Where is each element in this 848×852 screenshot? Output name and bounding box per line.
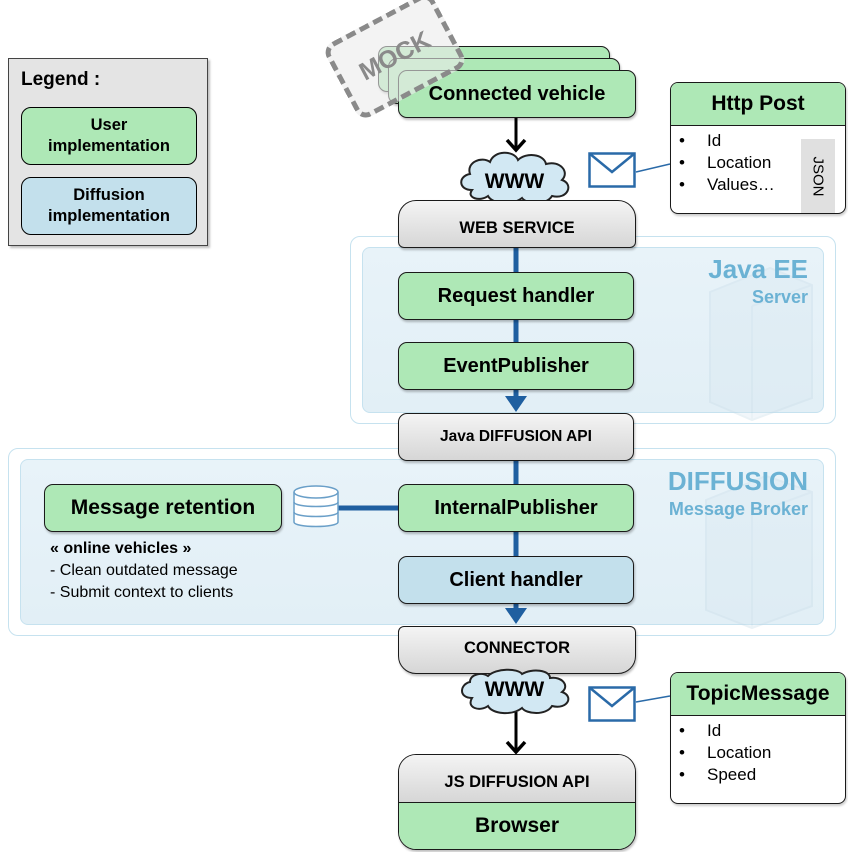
mock-label: MOCK	[354, 25, 436, 86]
legend-diffusion-implementation: Diffusion implementation	[21, 177, 197, 235]
web-service-label: WEB SERVICE	[459, 218, 575, 237]
diffusion-title: DIFFUSION	[667, 466, 808, 496]
database-icon	[293, 485, 339, 528]
java-ee-title: Java EE	[708, 254, 808, 284]
field-item: •Values…	[679, 175, 775, 194]
connector-label: CONNECTOR	[463, 638, 571, 657]
legend-label: implementation	[48, 137, 170, 155]
java-ee-subtitle: Server	[751, 287, 808, 307]
java-diffusion-api[interactable]: Java DIFFUSION API	[398, 413, 634, 461]
connector[interactable]: CONNECTOR	[398, 626, 636, 674]
envelope-icon	[588, 686, 636, 722]
link-envelope-top-to-httppost	[635, 163, 671, 173]
arrowhead-blue	[505, 608, 527, 624]
retention-notes-heading: « online vehicles »	[50, 540, 192, 557]
java-diffusion-api-label: Java DIFFUSION API	[440, 428, 592, 445]
js-diffusion-api[interactable]: JS DIFFUSION API	[399, 755, 635, 803]
browser-client[interactable]: JS DIFFUSION API Browser	[398, 754, 636, 850]
event-publisher-label: EventPublisher	[443, 354, 589, 377]
legend-label: implementation	[48, 207, 170, 225]
field-item: •Location	[679, 743, 772, 762]
request-handler[interactable]: Request handler	[398, 272, 634, 320]
client-handler-label: Client handler	[449, 568, 583, 591]
topic-message-card: TopicMessage •Id •Location •Speed	[670, 672, 846, 804]
client-handler[interactable]: Client handler	[398, 556, 634, 604]
internal-publisher[interactable]: InternalPublisher	[398, 484, 634, 532]
event-publisher[interactable]: EventPublisher	[398, 342, 634, 390]
json-format-tag: JSON	[801, 139, 835, 213]
retention-note: - Submit context to clients	[50, 584, 234, 601]
message-retention[interactable]: Message retention	[44, 484, 282, 532]
field-item: •Speed	[679, 765, 757, 784]
envelope-icon	[588, 152, 636, 188]
field-item: •Location	[679, 153, 772, 172]
legend-label: Diffusion	[73, 186, 145, 204]
legend-user-implementation: User implementation	[21, 107, 197, 165]
legend: Legend : User implementation Diffusion imp…	[8, 58, 208, 246]
web-service[interactable]: WEB SERVICE	[398, 200, 636, 248]
retention-note: - Clean outdated message	[50, 562, 238, 579]
server-icon	[705, 474, 813, 630]
browser-label: Browser	[474, 814, 560, 837]
cloud-icon	[461, 668, 570, 714]
internal-publisher-label: InternalPublisher	[434, 496, 598, 519]
diffusion-subtitle: Message Broker	[668, 499, 808, 519]
json-label: JSON	[809, 155, 827, 197]
legend-label: User	[90, 116, 128, 134]
topic-message-fields: •Id •Location •Speed	[671, 716, 845, 786]
www-top-label: WWW	[484, 170, 545, 193]
arrowhead-blue	[505, 396, 527, 412]
http-post-fields: •Id •Location •Values…	[671, 126, 845, 196]
server-icon	[709, 266, 813, 422]
topic-message-title: TopicMessage	[671, 673, 845, 716]
connected-vehicle-label: Connected vehicle	[428, 82, 606, 105]
www-bottom-label: WWW	[484, 678, 545, 701]
message-retention-label: Message retention	[70, 496, 256, 519]
arrowhead	[505, 138, 527, 153]
http-post-title: Http Post	[671, 83, 845, 126]
request-handler-label: Request handler	[437, 284, 595, 307]
field-item: •Id	[679, 131, 722, 150]
field-item: •Id	[679, 721, 722, 740]
retention-notes: « online vehicles » - Clean outdated mes…	[50, 538, 238, 604]
legend-title: Legend :	[21, 69, 101, 90]
arrowhead	[505, 740, 527, 755]
http-post-card: Http Post •Id •Location •Values… JSON	[670, 82, 846, 214]
link-envelope-bottom-to-topic	[635, 695, 671, 703]
browser[interactable]: Browser	[399, 803, 635, 849]
js-diffusion-api-label: JS DIFFUSION API	[444, 773, 590, 791]
